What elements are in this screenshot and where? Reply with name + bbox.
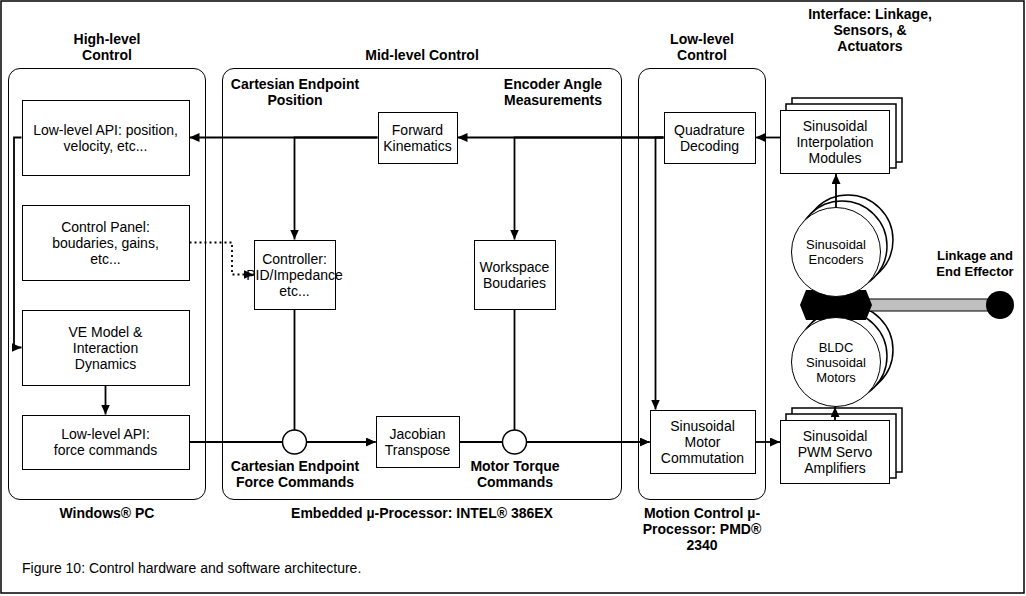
control-group: High-level ControlWindows® PCLow-level A… [8, 68, 206, 500]
signal-arrow [14, 138, 22, 348]
signal-arrow [656, 138, 664, 410]
signal-arrow [756, 137, 781, 139]
process-box: Workspace Boudaries [474, 240, 556, 310]
control-group: Low-level ControlMotion Control µ-Proces… [638, 68, 766, 500]
process-box: Controller: PID/Impedance etc... [254, 240, 336, 310]
processor-label: Embedded µ-Processor: INTEL® 386EX [222, 505, 622, 521]
process-box: Sinusoidal Motor Commutation [650, 410, 756, 474]
device-circle: Sinusoidal Encoders [791, 207, 881, 297]
signal-label: Cartesian Endpoint Position [222, 76, 368, 108]
signal-arrow [756, 441, 781, 443]
box-text: Control Panel: boudaries, gains, etc... [51, 219, 161, 267]
group-heading: High-level Control [52, 31, 162, 63]
process-box: Forward Kinematics [378, 112, 458, 164]
box-text: Low-level API: force commands [53, 426, 159, 458]
section-heading: Interface: Linkage, Sensors, & Actuators [800, 6, 940, 54]
control-group: Mid-level ControlEmbedded µ-Processor: I… [222, 68, 622, 500]
signal-arrow [834, 407, 836, 420]
end-effector [986, 291, 1014, 319]
signal-label: Motor Torque Commands [462, 458, 568, 490]
part-label: Linkage and End Effector [928, 248, 1022, 280]
box-text: BLDC Sinusoidal Motors [798, 340, 874, 385]
box-text: Forward Kinematics [383, 122, 453, 154]
box-text: Workspace Boudaries [478, 259, 552, 291]
summing-junction [283, 430, 307, 454]
group-heading: Low-level Control [657, 31, 747, 63]
signal-arrow [295, 138, 378, 240]
process-box: Sinusoidal PWM Servo Amplifiers [780, 420, 890, 484]
signal-arrow [515, 138, 664, 240]
signal-arrow [295, 310, 376, 443]
signal-label: Cartesian Endpoint Force Commands [222, 458, 368, 490]
box-text: Sinusoidal PWM Servo Amplifiers [787, 428, 883, 476]
signal-arrow [515, 310, 650, 443]
signal-arrow [835, 174, 837, 207]
linkage-rod [866, 299, 988, 311]
signal-arrow [105, 386, 107, 415]
processor-label: Windows® PC [12, 505, 202, 521]
process-box: Sinusoidal Interpolation Modules [780, 110, 890, 174]
figure-caption: Figure 10: Control hardware and software… [22, 560, 361, 576]
box-text: Sinusoidal Motor Commutation [657, 418, 749, 466]
box-text: Quadrature Decoding [669, 122, 751, 154]
box-text: VE Model & Interaction Dynamics [53, 324, 159, 372]
process-box: Low-level API: force commands [22, 415, 190, 470]
box-text: Sinusoidal Interpolation Modules [787, 118, 883, 166]
signal-label: Encoder Angle Measurements [478, 76, 628, 108]
process-box: Low-level API: position, velocity, etc..… [22, 100, 190, 176]
summing-junction [503, 430, 527, 454]
process-box: VE Model & Interaction Dynamics [22, 310, 190, 386]
box-text: Controller: PID/Impedance etc... [246, 251, 343, 299]
process-box: Quadrature Decoding [664, 112, 756, 164]
processor-label: Motion Control µ-Processor: PMD® 2340 [640, 505, 764, 553]
group-heading: Mid-level Control [312, 47, 532, 63]
device-circle: BLDC Sinusoidal Motors [791, 317, 881, 407]
box-text: Low-level API: position, velocity, etc..… [33, 122, 179, 154]
process-box: Control Panel: boudaries, gains, etc... [22, 205, 190, 281]
process-box: Jacobian Transpose [376, 416, 460, 468]
box-text: Sinusoidal Encoders [798, 237, 874, 267]
box-text: Jacobian Transpose [381, 426, 455, 458]
